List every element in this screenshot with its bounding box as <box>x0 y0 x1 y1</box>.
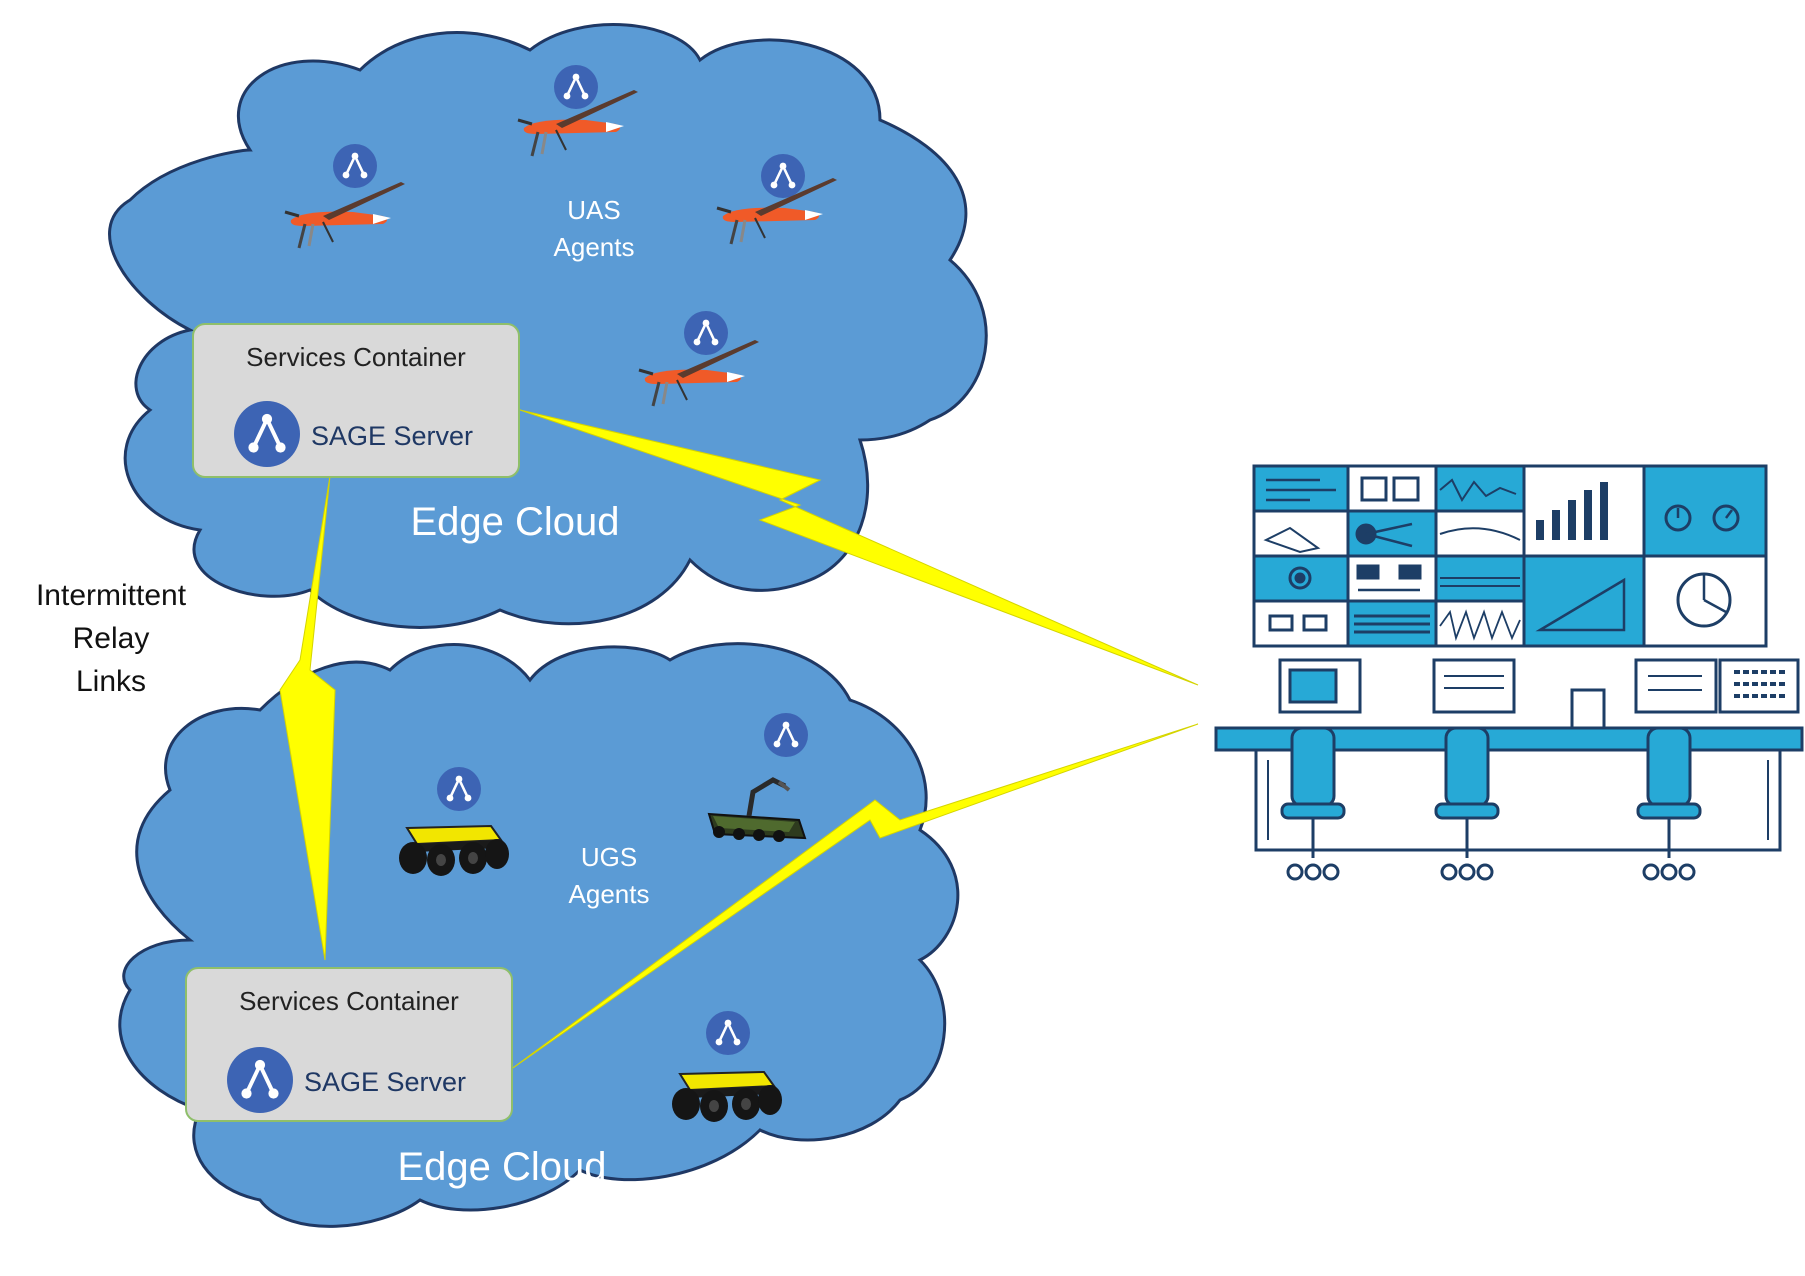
uas-agents-label-line1: UAS <box>567 195 620 225</box>
container-title: Services Container <box>246 342 466 372</box>
sage-server-icon <box>232 399 302 469</box>
sage-agent-icon <box>759 152 807 200</box>
sage-agent-icon <box>552 63 600 111</box>
relay-label-line1: Intermittent <box>35 579 187 612</box>
sage-agent-icon <box>331 142 379 190</box>
relay-link-top-to-control <box>519 409 1199 686</box>
uas-edge-cloud-label: Edge Cloud <box>410 500 619 544</box>
control-room-icon <box>1214 464 1804 881</box>
container-title: Services Container <box>239 986 459 1016</box>
sage-server-label: SAGE Server <box>311 421 473 451</box>
sage-agent-icon <box>762 711 810 759</box>
sage-agent-icon <box>704 1009 752 1057</box>
sage-server-label: SAGE Server <box>304 1067 466 1097</box>
sage-agent-icon <box>682 309 730 357</box>
uas-agents-label-line2: Agents <box>554 232 635 262</box>
relay-links-label: Intermittent Relay Links <box>8 574 214 703</box>
relay-label-line3: Links <box>75 665 147 698</box>
sage-server-icon <box>225 1045 295 1115</box>
services-container-top: Services Container SAGE Server <box>192 323 520 478</box>
relay-label-line2: Relay <box>72 622 150 655</box>
ugs-agents-label-line1: UGS <box>581 842 637 872</box>
sage-agent-icon <box>435 765 483 813</box>
ugs-agents-label-line2: Agents <box>569 879 650 909</box>
ugs-edge-cloud-label: Edge Cloud <box>397 1145 606 1189</box>
ugs-edge-cloud <box>118 642 960 1228</box>
services-container-bottom: Services Container SAGE Server <box>185 967 513 1122</box>
relay-link-vertical <box>279 475 336 961</box>
relay-link-bottom-to-control <box>509 723 1199 1071</box>
